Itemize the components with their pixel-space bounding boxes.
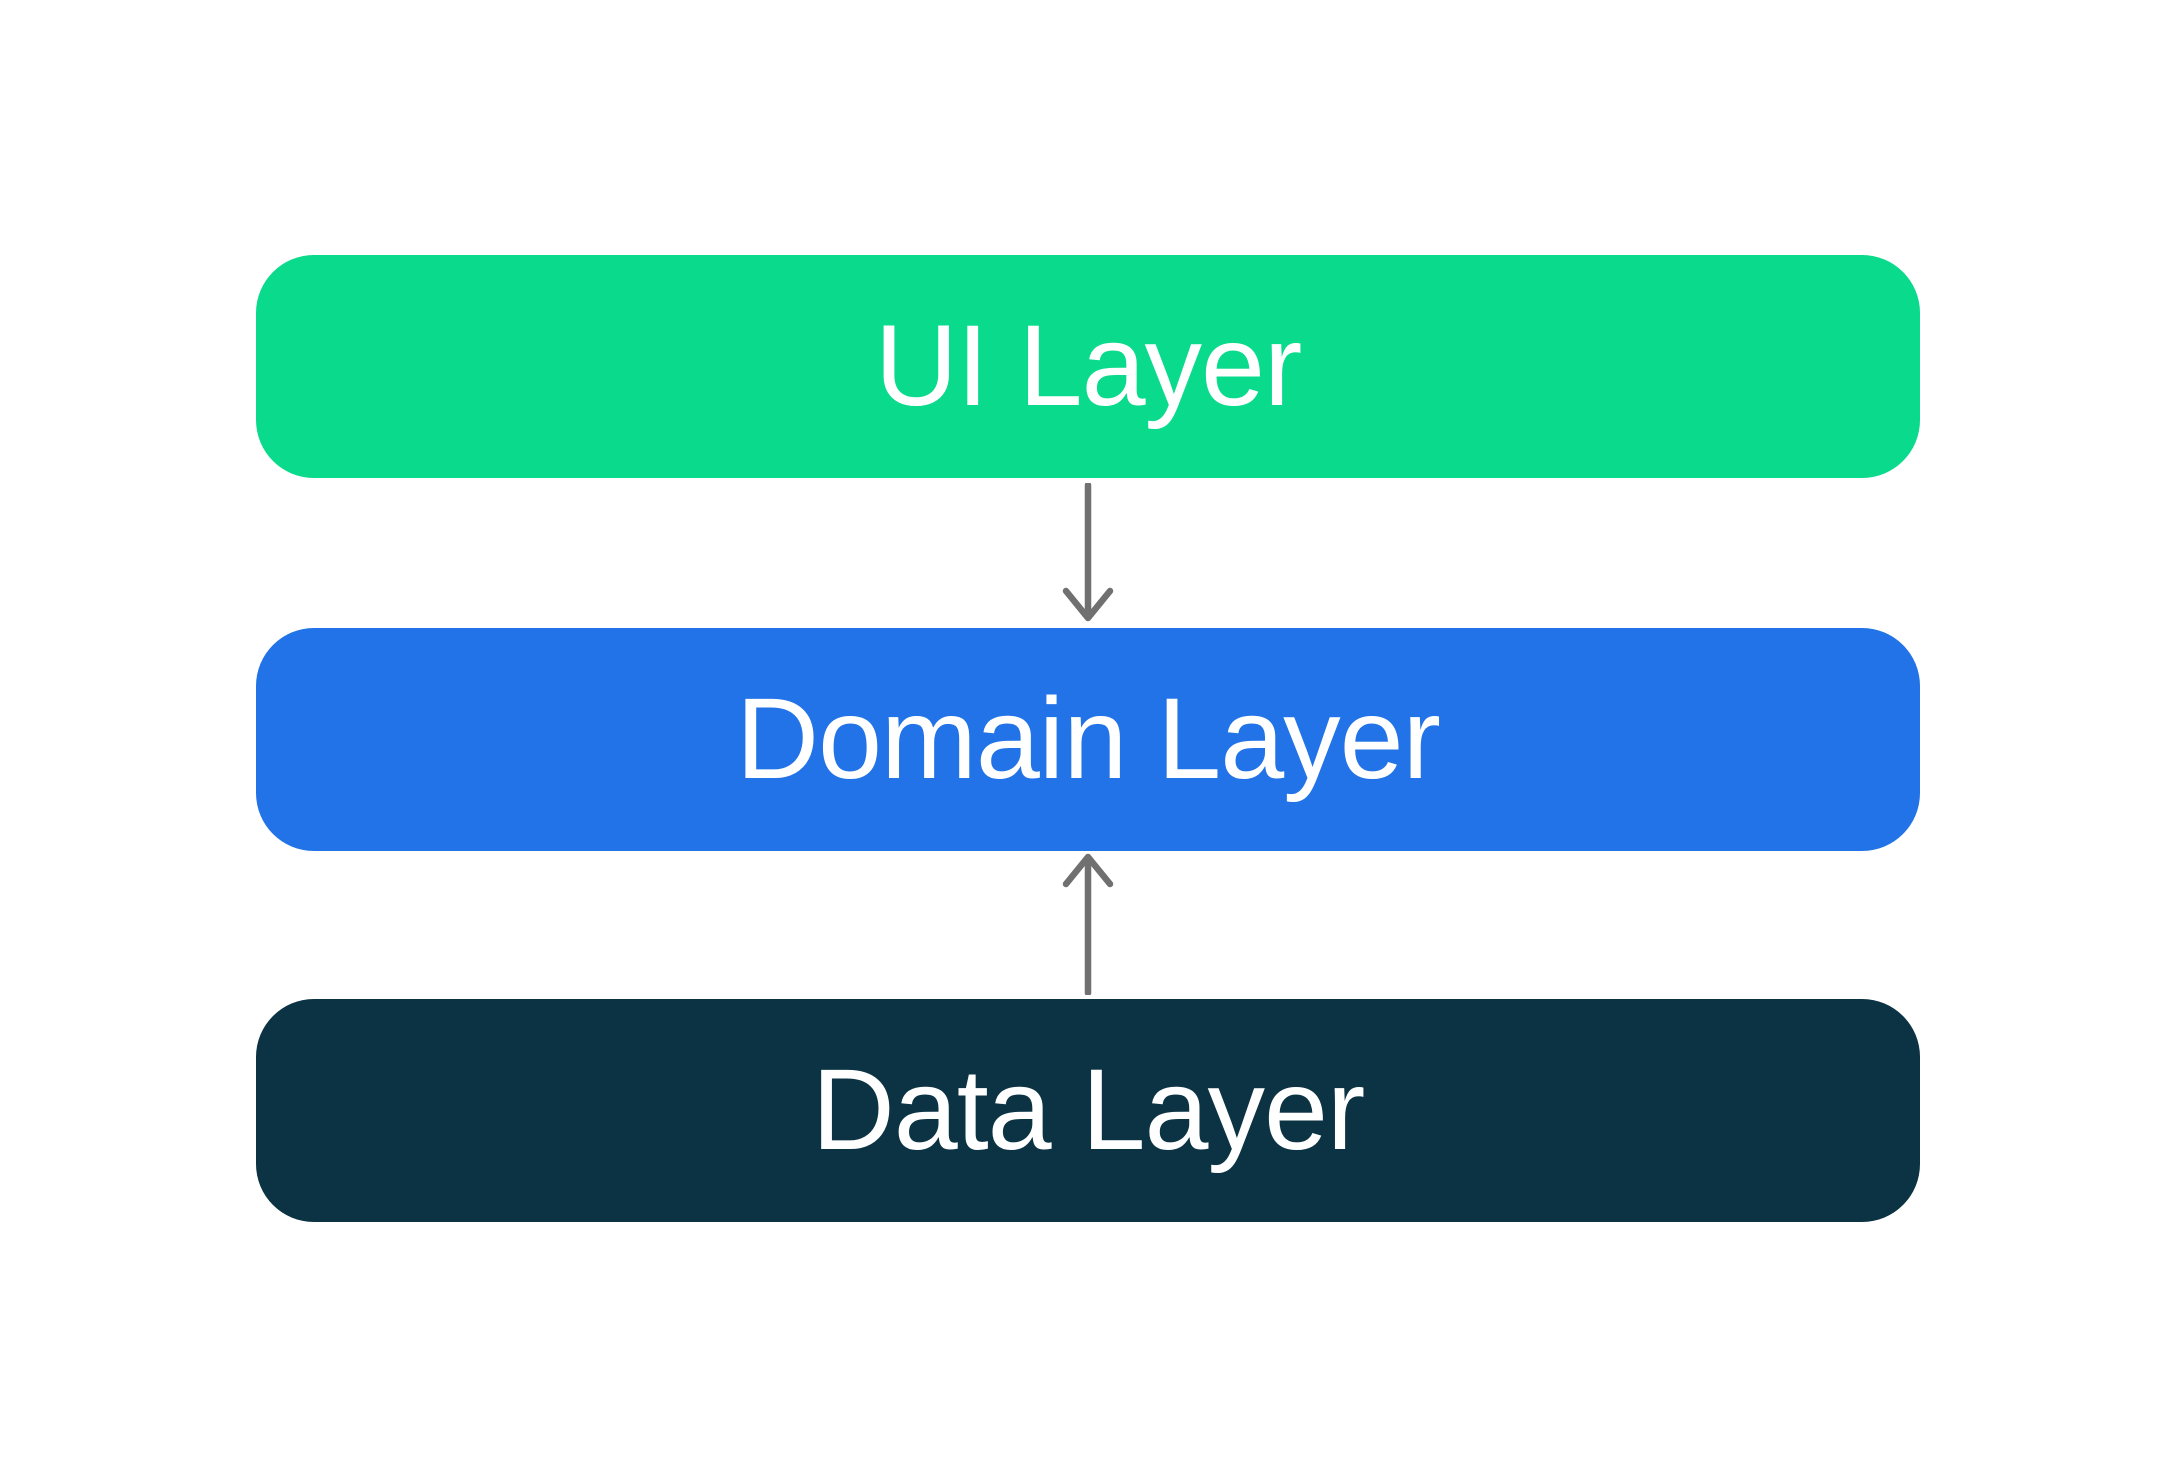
layer-label-domain: Domain Layer [736,675,1441,803]
layer-label-ui: UI Layer [874,302,1303,430]
layer-box-domain: Domain Layer [256,628,1920,851]
layer-label-data: Data Layer [811,1046,1366,1174]
up-arrow-icon [1062,853,1114,995]
layer-box-ui: UI Layer [256,255,1920,478]
down-arrow-icon [1062,483,1114,622]
layer-box-data: Data Layer [256,999,1920,1222]
